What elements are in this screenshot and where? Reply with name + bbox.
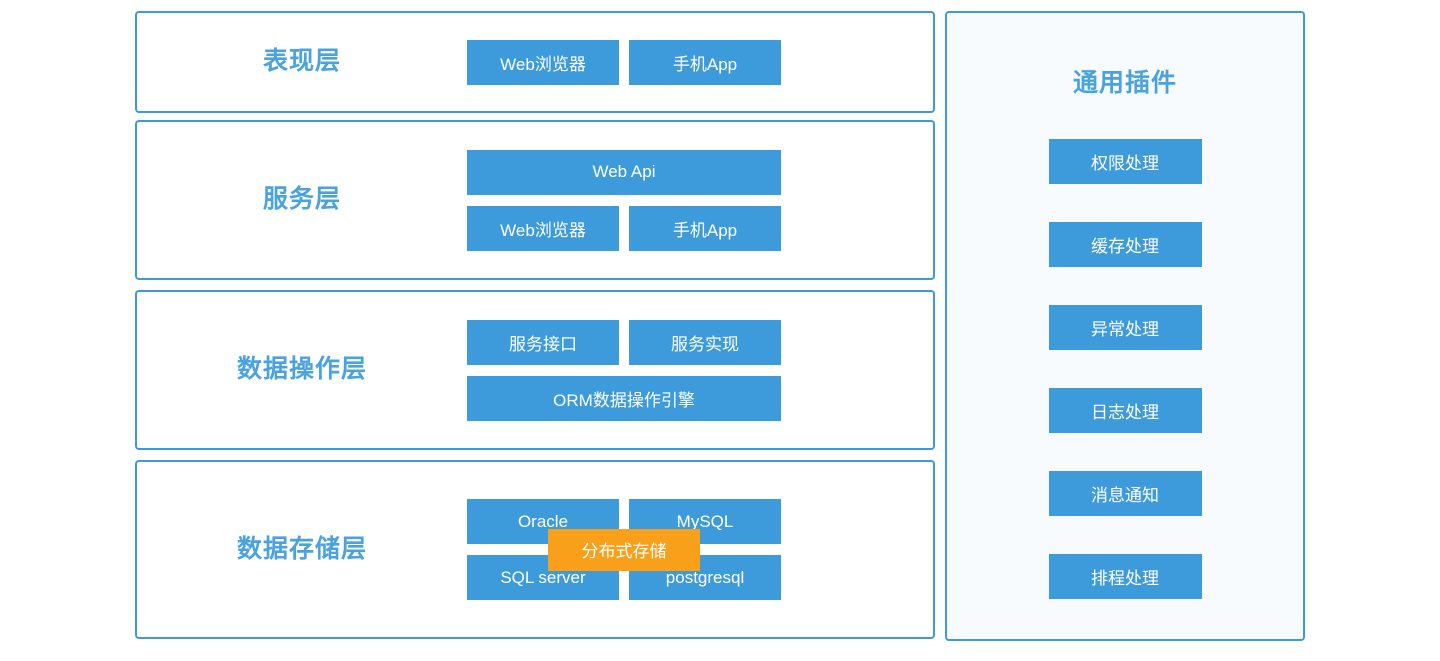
layer-body-data-operation: 服务接口 服务实现 ORM数据操作引擎 [467,319,781,421]
plugin-item-scheduling[interactable]: 排程处理 [1048,554,1202,599]
node-row: Web浏览器 手机App [467,39,781,85]
node-postgresql[interactable]: postgresql [629,555,781,600]
plugin-item-exception[interactable]: 异常处理 [1048,305,1202,350]
node-mobile-app[interactable]: 手机App [629,205,781,251]
plugin-panel: 通用插件 权限处理 缓存处理 异常处理 日志处理 消息通知 排程处理 [945,11,1305,641]
layer-title-data-operation: 数据操作层 [236,355,367,384]
node-orm-engine[interactable]: ORM数据操作引擎 [467,375,781,421]
layer-panel-data-operation: 数据操作层 服务接口 服务实现 ORM数据操作引擎 [135,290,935,450]
node-row: 服务接口 服务实现 [467,319,781,365]
layer-title-service: 服务层 [262,185,341,214]
node-oracle[interactable]: Oracle [467,499,619,544]
node-row: Web浏览器 手机App [467,205,781,251]
plugin-item-notification[interactable]: 消息通知 [1048,471,1202,516]
plugin-item-logging[interactable]: 日志处理 [1048,388,1202,433]
plugin-panel-title: 通用插件 [1072,69,1177,97]
layer-title-data-storage: 数据存储层 [236,534,367,563]
plugin-item-cache[interactable]: 缓存处理 [1048,222,1202,267]
node-row: SQL server postgresql [467,555,781,600]
layer-panel-data-storage: 数据存储层 Oracle MySQL SQL server postgresql… [135,460,935,639]
node-service-interface[interactable]: 服务接口 [467,319,619,365]
plugin-item-permission[interactable]: 权限处理 [1048,139,1202,184]
layer-body-presentation: Web浏览器 手机App [467,39,781,85]
node-distributed-storage[interactable]: 分布式存储 [548,528,700,571]
node-web-browser[interactable]: Web浏览器 [467,39,619,85]
plugin-list: 权限处理 缓存处理 异常处理 日志处理 消息通知 排程处理 [947,139,1303,599]
node-mobile-app[interactable]: 手机App [629,39,781,85]
node-web-browser[interactable]: Web浏览器 [467,205,619,251]
layer-panel-service: 服务层 Web Api Web浏览器 手机App [135,120,935,280]
node-service-implementation[interactable]: 服务实现 [629,319,781,365]
node-row: Web Api [467,149,781,195]
node-web-api[interactable]: Web Api [467,149,781,195]
layer-title-presentation: 表现层 [262,47,341,76]
node-row: ORM数据操作引擎 [467,375,781,421]
layer-body-data-storage: Oracle MySQL SQL server postgresql 分布式存储 [467,499,781,600]
node-sql-server[interactable]: SQL server [467,555,619,600]
layer-body-service: Web Api Web浏览器 手机App [467,149,781,251]
layer-panel-presentation: 表现层 Web浏览器 手机App [135,11,935,113]
